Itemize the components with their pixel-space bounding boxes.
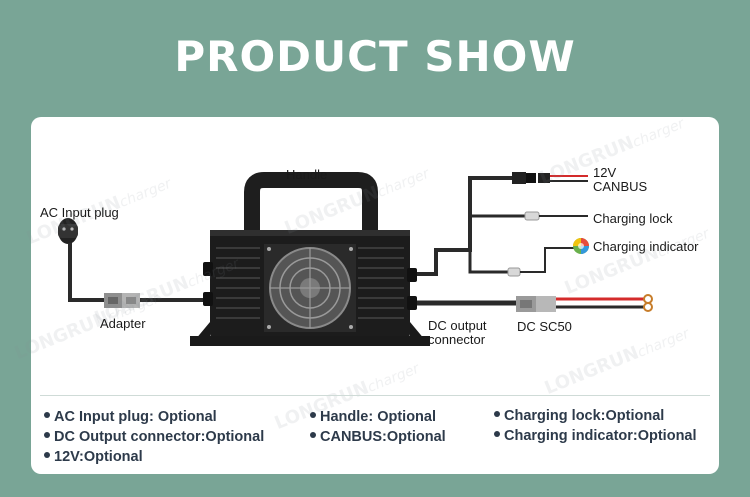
bullet-icon bbox=[310, 412, 316, 419]
canbus-connector-icon bbox=[512, 172, 550, 184]
ac-plug-icon bbox=[58, 218, 78, 244]
bullet-icon bbox=[44, 432, 50, 439]
label-12v: 12V bbox=[593, 165, 617, 180]
label-charging-lock: Charging lock bbox=[593, 211, 673, 226]
indicator-cable bbox=[468, 250, 508, 274]
handle-icon bbox=[244, 172, 378, 232]
label-adapter: Adapter bbox=[100, 316, 146, 331]
label-canbus: CANBUS bbox=[593, 179, 648, 194]
sc50-connector-icon bbox=[516, 296, 556, 312]
adapter-connector-icon bbox=[104, 293, 140, 308]
bullet-icon bbox=[44, 412, 50, 419]
label-charging-indicator: Charging indicator bbox=[593, 239, 699, 254]
option-item: DC Output connector:Optional bbox=[44, 429, 264, 445]
option-item: 12V:Optional bbox=[44, 449, 143, 465]
option-item: Handle: Optional bbox=[310, 409, 436, 425]
bullet-icon bbox=[494, 431, 500, 438]
signal-cable bbox=[417, 176, 515, 276]
bullet-icon bbox=[494, 411, 500, 418]
label-connector: connector bbox=[428, 332, 486, 347]
bullet-icon bbox=[44, 452, 50, 459]
fan-icon bbox=[264, 244, 356, 332]
page-title: PRODUCT SHOW bbox=[174, 32, 576, 81]
option-item: CANBUS:Optional bbox=[310, 429, 446, 445]
label-handle: Handle bbox=[286, 167, 328, 182]
option-item: AC Input plug: Optional bbox=[44, 409, 217, 425]
charger-body bbox=[190, 230, 430, 346]
divider bbox=[40, 395, 710, 396]
ring-terminal-icon bbox=[643, 294, 653, 312]
option-item: Charging lock:Optional bbox=[494, 408, 664, 424]
label-ac-input-plug: AC Input plug bbox=[40, 205, 119, 220]
option-item: Charging indicator:Optional bbox=[494, 428, 697, 444]
label-dc-sc50: DC SC50 bbox=[517, 319, 572, 334]
bullet-icon bbox=[310, 432, 316, 439]
label-dc-output: DC output bbox=[428, 318, 487, 333]
charging-indicator-led-icon bbox=[573, 238, 589, 254]
ac-cable bbox=[68, 243, 106, 302]
